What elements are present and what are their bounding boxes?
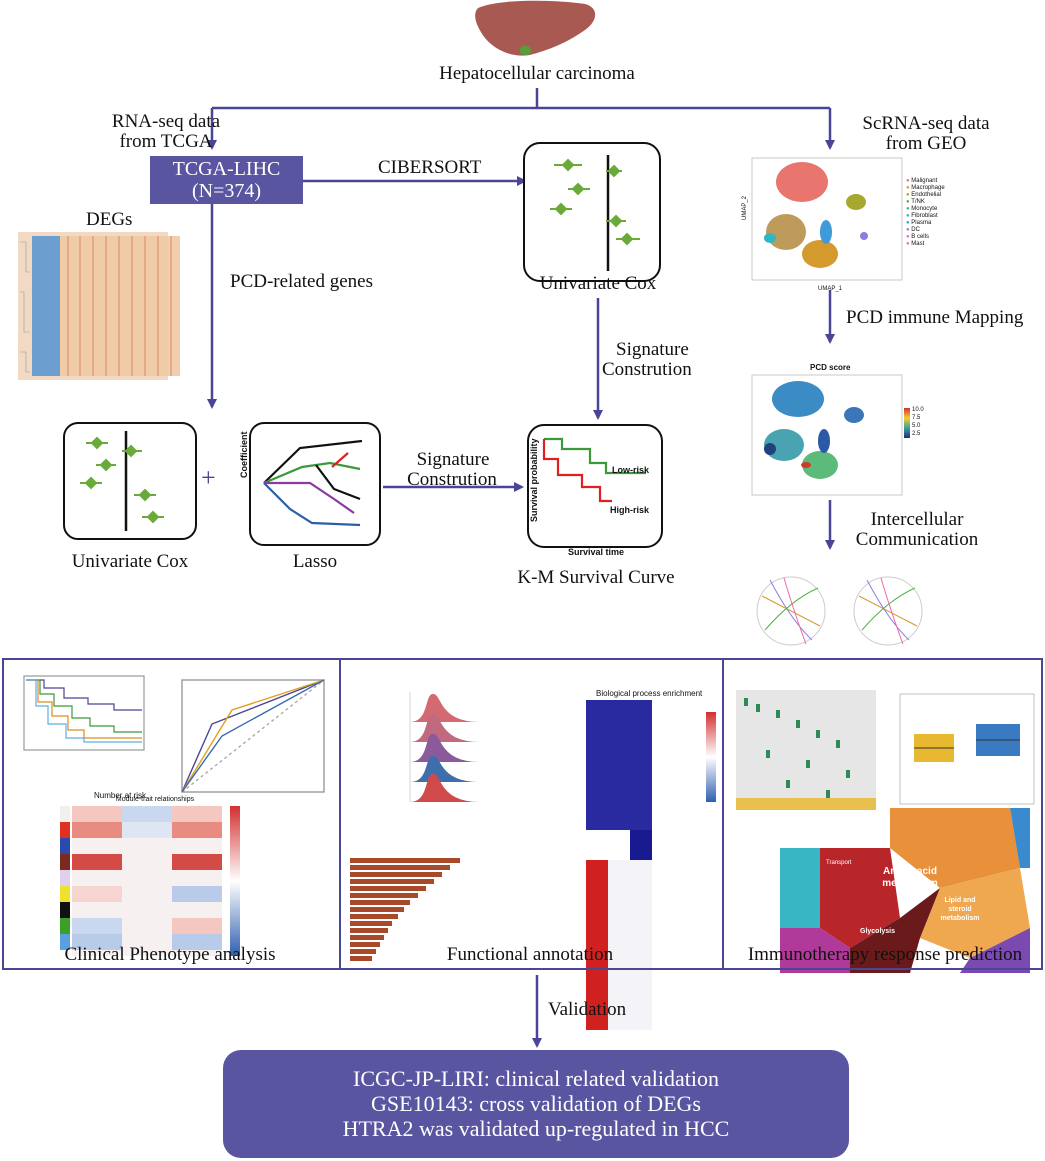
signature-mid-line2: Constrution	[407, 469, 497, 490]
functional-caption: Functional annotation	[446, 944, 614, 965]
oncoplot	[736, 690, 876, 810]
pcd-colorbar	[904, 408, 910, 438]
univariate-cox-top-label: Univariate Cox	[539, 273, 657, 294]
validation-label: Validation	[548, 999, 627, 1020]
legend-item: ● Malignant	[906, 178, 938, 184]
km-x-label: Survival time	[568, 547, 625, 557]
tcga-box-line2: (N=374)	[191, 180, 262, 202]
title: Hepatocellular carcinoma	[439, 63, 635, 84]
left-source-line2: from TCGA	[119, 131, 213, 152]
lasso-label: Lasso	[292, 551, 338, 572]
legend-item: ● Fibroblast	[906, 213, 938, 219]
km-curve-label: K-M Survival Curve	[517, 567, 675, 588]
transport-label: Transport	[826, 860, 852, 866]
module-trait-heatmap	[72, 806, 240, 956]
validation-box: ICGC-JP-LIRI: clinical related validatio…	[223, 1050, 849, 1158]
liver-icon	[475, 0, 596, 56]
panel-immuno	[722, 658, 1043, 970]
module-trait-title: Module-trait relationships	[115, 796, 195, 803]
univariate-cox-bottom-label: Univariate Cox	[71, 551, 189, 572]
validation-line2: GSE10143: cross validation of DEGs	[371, 1091, 701, 1116]
forest-plot-top	[523, 142, 661, 282]
umap-pcd-score	[751, 374, 903, 496]
deg-heatmap	[18, 232, 180, 380]
bp-heatmap	[586, 700, 716, 1030]
legend-item: ● Plasma	[906, 220, 932, 226]
umap-legend: ● Malignant ● Macrophage ● Endothelial ●…	[906, 178, 945, 248]
km-plot	[527, 424, 663, 548]
signature-top-line1: Signature	[616, 339, 689, 360]
glycolysis-label: Glycolysis	[860, 928, 896, 935]
km-y-label: Survival probability	[529, 438, 539, 522]
umap-ylabel: UMAP_2	[742, 195, 748, 220]
umap-xlabel: UMAP_1	[818, 286, 843, 292]
pcd-scale: 10.0 7.5 5.0 2.5	[912, 407, 924, 437]
ridge-plot	[409, 692, 480, 802]
chord-plots	[756, 576, 923, 646]
tcga-box-line1: TCGA-LIHC	[172, 158, 281, 180]
forest-plot-bottom	[63, 422, 197, 540]
lasso-axis-label: Coefficient	[239, 431, 249, 478]
km-high-risk: High-risk	[610, 505, 650, 515]
immuno-caption: Immunotherapy response prediction	[747, 944, 1023, 965]
legend-item: ● T/NK	[906, 199, 925, 205]
km-low-risk: Low-risk	[612, 465, 650, 475]
legend-item: ● Mast	[906, 241, 925, 247]
legend-item: ● Endothelial	[906, 192, 941, 198]
pcd-score-title: PCD score	[810, 363, 851, 372]
right-source-line2: from GEO	[885, 133, 967, 154]
right-source-line1: ScRNA-seq data	[862, 113, 990, 134]
bar-plot	[350, 858, 460, 961]
legend-item: ● Macrophage	[906, 185, 945, 191]
legend-item: ● Monocyte	[906, 206, 938, 212]
signature-mid-line1: Signature	[416, 449, 490, 470]
pcd-mapping-label: PCD immune Mapping	[846, 307, 1024, 328]
left-source-line1: RNA-seq data	[111, 111, 221, 132]
voronoi-treemap	[780, 808, 1030, 973]
plus-sign: +	[201, 463, 216, 492]
panel-clinical	[2, 658, 341, 970]
signature-top-line2: Constrution	[602, 359, 692, 380]
panel-functional	[339, 658, 724, 970]
intercellular-line2: Communication	[855, 529, 979, 550]
pcd-genes-label: PCD-related genes	[230, 271, 373, 292]
umap-celltype	[751, 157, 903, 281]
legend-item: ● B cells	[906, 234, 929, 240]
legend-item: ● DC	[906, 227, 920, 233]
bp-title: Biological process enrichment	[596, 689, 703, 698]
validation-line3: HTRA2 was validated up-regulated in HCC	[342, 1116, 730, 1141]
validation-line1: ICGC-JP-LIRI: clinical related validatio…	[353, 1066, 719, 1091]
roc-curve	[181, 679, 325, 793]
module-colors	[60, 806, 70, 950]
lasso-plot	[249, 422, 381, 546]
boxplot	[899, 693, 1035, 805]
intercellular-line1: Intercellular	[870, 509, 964, 530]
clinical-caption: Clinical Phenotype analysis	[64, 944, 276, 965]
number-at-risk-label: Number at risk	[94, 791, 147, 800]
tcga-lihc-box: TCGA-LIHC (N=374)	[150, 156, 303, 204]
cibersort-label: CIBERSORT	[378, 157, 482, 178]
degs-label: DEGs	[86, 209, 133, 230]
survival-curves	[23, 675, 145, 751]
